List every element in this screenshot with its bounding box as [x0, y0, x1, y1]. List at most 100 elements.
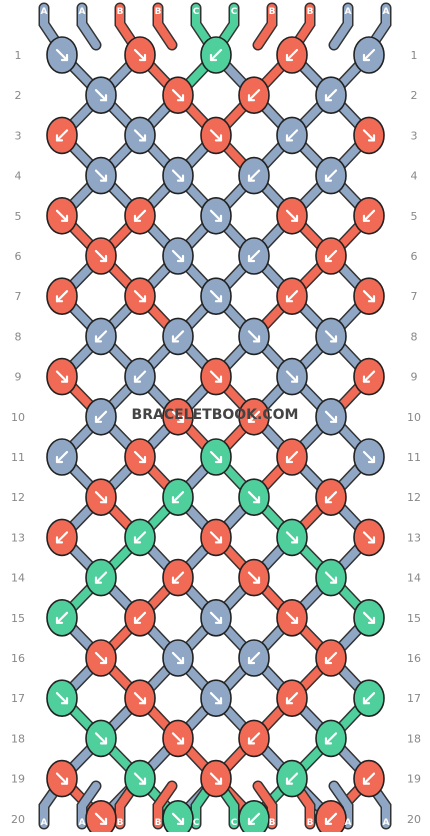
row-label-right: 20	[407, 813, 421, 826]
knot	[124, 438, 156, 476]
arrow-down-right-icon	[324, 571, 338, 584]
row-label-right: 19	[407, 773, 421, 786]
arrow-head-icon	[94, 576, 103, 584]
knot-body	[315, 800, 347, 836]
arrow-down-right-icon	[209, 370, 223, 383]
knot	[315, 478, 347, 517]
knot	[276, 197, 308, 235]
arrow-down-left-icon	[94, 571, 108, 584]
arrow-down-right-icon	[133, 450, 147, 464]
knot	[124, 518, 156, 557]
knot	[353, 357, 385, 396]
knot	[276, 36, 308, 74]
arrow-head-icon	[138, 53, 147, 62]
arrow-down-right-icon	[171, 249, 185, 263]
arrow-down-right-icon	[362, 129, 376, 142]
arrow-head-icon	[247, 174, 256, 182]
arrow-down-left-icon	[247, 410, 261, 423]
arrow-head-icon	[99, 737, 108, 745]
arrow-down-left-icon	[247, 169, 261, 182]
arrow-down-right-icon	[209, 209, 223, 222]
knot	[162, 156, 194, 195]
arrow-head-icon	[285, 295, 294, 303]
arrow-head-icon	[247, 817, 256, 825]
row-label-right: 2	[411, 89, 418, 102]
arrow-down-right-icon	[94, 169, 108, 182]
strand-bottom-label: A	[41, 818, 48, 828]
knot	[85, 156, 117, 195]
row-label-right: 13	[407, 531, 421, 544]
arrow-down-right-icon	[362, 531, 376, 544]
knot	[315, 639, 347, 677]
arrow-down-left-icon	[55, 290, 69, 303]
arrow-down-left-icon	[209, 48, 223, 62]
arrow-down-right-icon	[285, 209, 299, 222]
arrow-down-right-icon	[133, 129, 147, 142]
row-label-right: 3	[411, 129, 418, 142]
knot	[315, 800, 347, 836]
arrow-down-right-icon	[94, 249, 108, 263]
arrow-head-icon	[367, 455, 376, 464]
row-label-left: 9	[15, 371, 22, 384]
knot	[276, 518, 308, 557]
strand-top-label: B	[117, 7, 124, 17]
knot	[315, 558, 347, 597]
strand-bottom-label: B	[307, 818, 314, 828]
arrow-head-icon	[214, 455, 223, 464]
knot	[315, 237, 347, 275]
arrow-head-icon	[99, 817, 108, 825]
knot	[238, 237, 270, 275]
strand-top-label: A	[383, 7, 390, 17]
arrow-down-left-icon	[133, 611, 147, 624]
knot	[85, 76, 117, 114]
knot-body	[162, 800, 194, 836]
knot	[276, 598, 308, 637]
knot	[200, 36, 232, 74]
strand-bottom-label: C	[231, 818, 238, 828]
knot	[46, 277, 78, 316]
arrow-head-icon	[171, 335, 180, 343]
knot	[200, 759, 232, 798]
arrow-down-left-icon	[94, 330, 108, 343]
arrow-down-right-icon	[55, 209, 69, 222]
arrow-down-left-icon	[55, 129, 69, 142]
row-label-left: 19	[11, 773, 25, 786]
knot	[315, 317, 347, 356]
strand-top	[78, 4, 100, 49]
arrow-head-icon	[94, 335, 103, 343]
arrow-head-icon	[176, 254, 185, 263]
arrow-head-icon	[99, 496, 108, 504]
arrow-down-right-icon	[209, 611, 223, 624]
arrow-down-left-icon	[362, 772, 376, 785]
knot-body	[238, 800, 270, 836]
strand-bottom	[192, 782, 214, 828]
knot	[238, 478, 270, 517]
knot	[238, 76, 270, 114]
knot	[200, 598, 232, 637]
strand-top-label: A	[41, 7, 48, 17]
arrow-down-left-icon	[285, 129, 299, 142]
knot	[124, 598, 156, 637]
row-label-left: 13	[11, 531, 25, 544]
arrow-down-right-icon	[171, 812, 185, 825]
knot	[276, 679, 308, 718]
knot	[46, 357, 78, 396]
strand-top-label: B	[269, 7, 276, 17]
knot	[85, 478, 117, 517]
arrow-down-left-icon	[362, 692, 376, 705]
arrow-down-right-icon	[209, 129, 223, 142]
arrow-head-icon	[329, 415, 338, 423]
arrow-down-right-icon	[171, 169, 185, 182]
knot	[200, 518, 232, 557]
arrow-head-icon	[133, 375, 142, 383]
arrow-down-right-icon	[362, 290, 376, 303]
knot	[46, 116, 78, 155]
arrow-head-icon	[214, 697, 223, 705]
arrow-down-right-icon	[362, 611, 376, 624]
knot	[162, 478, 194, 517]
arrow-down-right-icon	[55, 772, 69, 785]
knot	[162, 639, 194, 677]
row-label-left: 20	[11, 813, 25, 826]
arrow-down-right-icon	[247, 330, 261, 343]
row-label-left: 6	[15, 250, 22, 263]
